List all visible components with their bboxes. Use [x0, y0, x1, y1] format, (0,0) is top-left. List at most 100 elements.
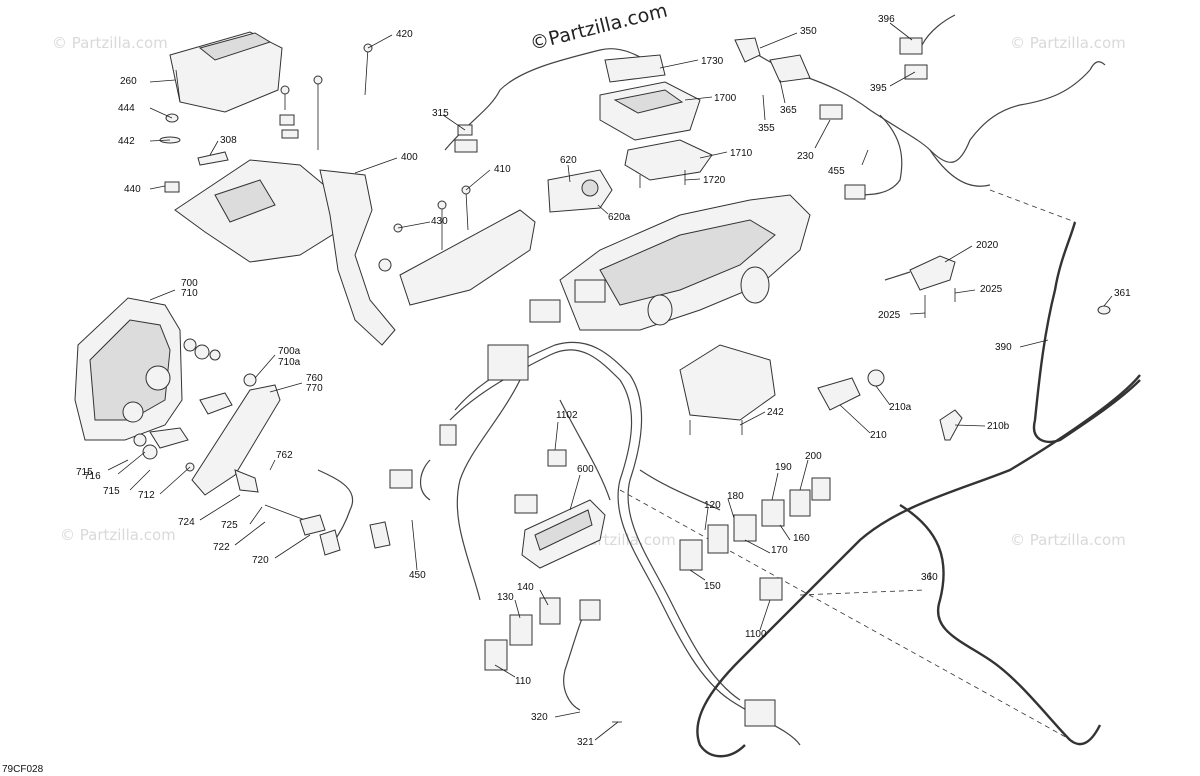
module-1700 [599, 81, 701, 141]
callout-396: 396 [878, 14, 895, 25]
callout-140: 140 [517, 582, 534, 593]
watermark: © Partzilla.com [1010, 531, 1126, 549]
callout-770: 770 [306, 383, 323, 394]
module-620 [547, 169, 613, 213]
callout-1102: 1102 [556, 410, 578, 421]
dash-360 [799, 589, 926, 596]
module-1730 [604, 54, 666, 83]
watermark: © Partzilla.com [1010, 34, 1126, 52]
diagram-code: 79CF028 [2, 764, 44, 775]
watermark-top: ©Partzilla.com [528, 0, 670, 55]
callouts: 420 260 444 442 308 440 400 410 430 315 … [2, 14, 1131, 775]
watermark: © Partzilla.com [52, 34, 168, 52]
callout-715a: 715 [76, 467, 93, 478]
callout-430: 430 [431, 216, 448, 227]
callout-395: 395 [870, 83, 887, 94]
headlight-parts [133, 338, 391, 556]
callout-210: 210 [870, 430, 887, 441]
callout-242: 242 [767, 407, 784, 418]
callout-315: 315 [432, 108, 449, 119]
callout-716: 716 [84, 471, 101, 482]
callout-700a: 700a [278, 346, 301, 357]
switch-210 [817, 369, 963, 441]
bracket-400 [174, 159, 396, 346]
callout-410: 410 [494, 164, 511, 175]
frame [559, 194, 811, 331]
callout-720: 720 [252, 555, 269, 566]
callout-620: 620 [560, 155, 577, 166]
callout-722: 722 [213, 542, 230, 553]
callout-321: 321 [577, 737, 594, 748]
switch-bank [679, 477, 831, 601]
switch-row-lower [484, 597, 622, 723]
tube-360 [696, 374, 1141, 758]
switch-2020 [884, 255, 956, 318]
callout-308: 308 [220, 135, 237, 146]
callout-725: 725 [221, 520, 238, 531]
callout-1730: 1730 [701, 56, 724, 67]
callout-350: 350 [800, 26, 817, 37]
callout-170: 170 [771, 545, 788, 556]
main-harness [389, 279, 801, 746]
callout-400: 400 [401, 152, 418, 163]
cover-260 [169, 31, 283, 113]
dash-right [989, 189, 1076, 223]
callout-260: 260 [120, 76, 137, 87]
callout-710: 710 [181, 288, 198, 299]
callout-444: 444 [118, 103, 135, 114]
callout-710a: 710a [278, 357, 301, 368]
screws-top-left [159, 43, 403, 272]
callout-120: 120 [704, 500, 721, 511]
callout-200: 200 [805, 451, 822, 462]
harness-1102 [547, 449, 567, 467]
callout-2020: 2020 [976, 240, 999, 251]
callout-320: 320 [531, 712, 548, 723]
callout-715b: 715 [103, 486, 120, 497]
cap-361 [1097, 305, 1111, 315]
callout-160: 160 [793, 533, 810, 544]
callout-130: 130 [497, 592, 514, 603]
bracket-1710 [624, 139, 713, 181]
callout-600: 600 [577, 464, 594, 475]
callout-1720: 1720 [703, 175, 726, 186]
callout-442: 442 [118, 136, 135, 147]
callout-440: 440 [124, 184, 141, 195]
callout-365: 365 [780, 105, 797, 116]
callout-1710: 1710 [730, 148, 753, 159]
callout-762: 762 [276, 450, 293, 461]
callout-355: 355 [758, 123, 775, 134]
callout-361: 361 [1114, 288, 1131, 299]
callout-210a: 210a [889, 402, 912, 413]
callout-2025a: 2025 [980, 284, 1003, 295]
callout-2025b: 2025 [878, 310, 901, 321]
callout-190: 190 [775, 462, 792, 473]
callout-455: 455 [828, 166, 845, 177]
bracket-242 [679, 344, 776, 435]
callout-1700: 1700 [714, 93, 737, 104]
callout-724: 724 [178, 517, 195, 528]
callout-420: 420 [396, 29, 413, 40]
callout-180: 180 [727, 491, 744, 502]
headlight-700 [74, 297, 183, 441]
callout-110: 110 [515, 676, 531, 687]
callout-230: 230 [797, 151, 814, 162]
panel-410 [399, 185, 536, 306]
connector-396 [899, 14, 956, 55]
tube-390 [1032, 221, 1141, 443]
dash-cluster [619, 489, 1081, 746]
callout-150: 150 [704, 581, 721, 592]
callout-360: 360 [921, 572, 938, 583]
callout-712: 712 [138, 490, 155, 501]
cluster-600 [521, 499, 606, 569]
watermark: © Partzilla.com [60, 526, 176, 544]
callout-210b: 210b [987, 421, 1010, 432]
harness-350 [734, 37, 1106, 200]
connector-395 [904, 64, 928, 80]
callout-450: 450 [409, 570, 426, 581]
callout-760: 760 [306, 373, 323, 384]
callout-620a: 620a [608, 212, 631, 223]
callout-1100: 1100 [745, 629, 767, 640]
callout-700: 700 [181, 278, 198, 289]
leader-lines [107, 22, 1113, 741]
